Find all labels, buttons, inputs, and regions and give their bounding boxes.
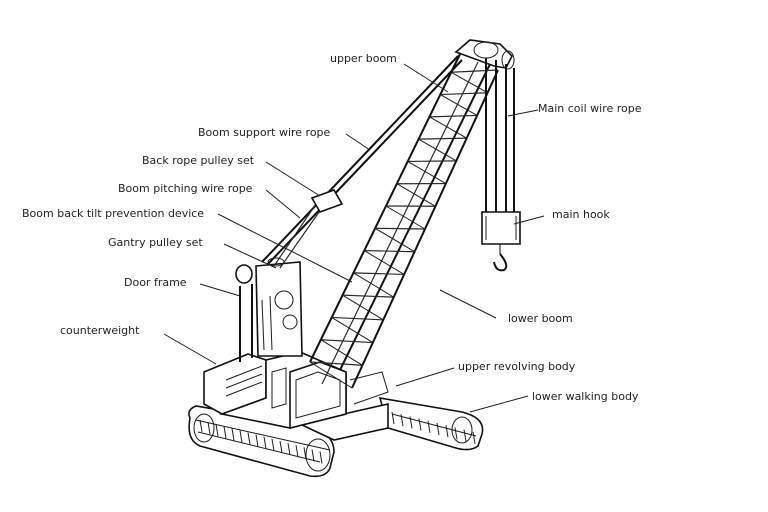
label-upper-revolving-body: upper revolving body (458, 360, 576, 373)
track-tread (239, 430, 243, 443)
boom-lattice-brace (320, 339, 373, 344)
track-tread (287, 443, 291, 456)
track-tread (231, 428, 235, 441)
boom-lattice-strut (364, 250, 405, 275)
boom-lattice-brace (353, 272, 405, 276)
track-tread (311, 449, 315, 462)
front-crawler-track (188, 405, 335, 478)
label-main-hook: main hook (552, 208, 610, 221)
wire-ropes (261, 55, 515, 269)
track-tread (223, 426, 227, 439)
label-boom-pitching-wire-rope: Boom pitching wire rope (118, 182, 253, 195)
track-tread (418, 418, 422, 431)
boom-lattice-strut (374, 227, 415, 253)
label-door-frame: Door frame (124, 276, 187, 289)
boom-lattice-brace (407, 160, 457, 163)
leader-lines (163, 63, 545, 413)
track-tread (400, 414, 404, 427)
track-tread (247, 432, 251, 445)
track-tread (263, 436, 267, 449)
track-tread (391, 411, 395, 425)
track-tread (207, 422, 211, 435)
boom-lattice-strut (440, 94, 478, 116)
label-back-rope-pulley-set: Back rope pulley set (142, 154, 255, 167)
boom-lattice-brace (440, 92, 488, 96)
boom-lattice-brace (342, 294, 394, 298)
label-main-coil-wire-rope: Main coil wire rope (538, 102, 642, 115)
boom-lattice-strut (320, 339, 363, 366)
boom-lattice-brace (331, 316, 384, 321)
upper-revolving-body-drawing (203, 351, 389, 430)
track-treads (199, 411, 476, 464)
boom-lattice-brace (418, 137, 467, 140)
label-upper-boom: upper boom (330, 52, 397, 65)
boom-lattice-strut (396, 183, 436, 207)
lattice-boom (309, 49, 499, 389)
label-boom-support-wire-rope: Boom support wire rope (198, 126, 331, 139)
boom-lattice-strut (429, 116, 467, 139)
boom-lattice-strut (331, 317, 374, 343)
main-hook-block (481, 211, 521, 272)
operator-cab (289, 361, 347, 430)
boom-lattice-strut (418, 138, 457, 162)
label-counterweight: counterweight (60, 324, 140, 337)
label-gantry-pulley-set: Gantry pulley set (108, 236, 203, 249)
boom-lattice-brace (429, 114, 478, 118)
track-tread (454, 427, 458, 440)
track-tread (427, 420, 431, 433)
boom-lattice-strut (450, 71, 488, 94)
boom-lattice-strut (385, 205, 426, 230)
boom-lattice-brace (451, 69, 499, 73)
track-tread (409, 416, 413, 429)
crawler-track-group (188, 397, 484, 478)
track-tread (463, 429, 467, 442)
track-tread (279, 440, 283, 454)
track-tread (199, 419, 203, 433)
label-lower-walking-body: lower walking body (532, 390, 639, 403)
boom-lattice-strut (309, 361, 353, 389)
track-tread (215, 424, 219, 437)
track-tread (271, 438, 275, 451)
boom-lattice-brace (309, 361, 363, 366)
track-tread (436, 422, 440, 436)
boom-tip (454, 39, 515, 70)
boom-lattice-brace (364, 249, 415, 253)
track-tread (295, 445, 299, 458)
track-tread (445, 425, 449, 438)
boom-lattice-brace (375, 227, 426, 230)
boom-lattice-strut (407, 160, 447, 185)
label-boom-back-tilt-prevention-device: Boom back tilt prevention device (22, 207, 205, 220)
label-lower-boom: lower boom (508, 312, 573, 325)
boom-lattice-strut (342, 294, 384, 321)
track-tread (472, 431, 476, 444)
boom-lattice-strut (353, 272, 394, 298)
track-tread (255, 434, 259, 447)
track-tread (319, 451, 323, 464)
gantry-frame (235, 257, 303, 362)
carbody (297, 402, 389, 441)
